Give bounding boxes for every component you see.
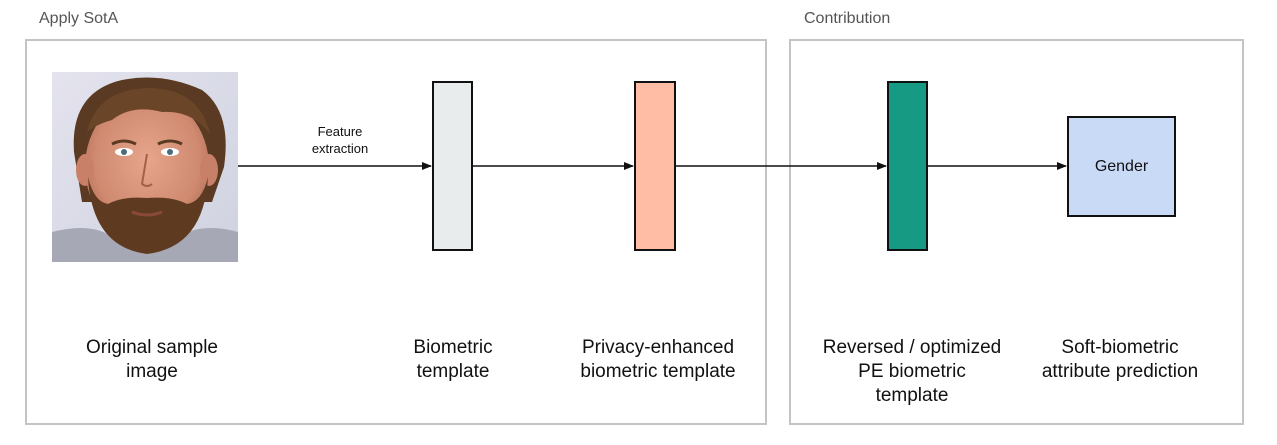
- gender-box: Gender: [1067, 116, 1176, 217]
- caption-original-sample-image: Original sample image: [86, 337, 218, 382]
- section-title-contribution: Contribution: [804, 10, 891, 27]
- feature-extraction-label: Feature extraction: [311, 124, 369, 156]
- reversed-template-bar: [887, 81, 928, 251]
- caption-soft-biometric-prediction: Soft-biometric attribute prediction: [1041, 337, 1199, 382]
- sample-face-image: [52, 72, 238, 262]
- panel-contribution: [789, 39, 1244, 425]
- pe-template-bar: [634, 81, 676, 251]
- caption-privacy-enhanced-template: Privacy-enhanced biometric template: [580, 337, 736, 382]
- biometric-template-bar: [432, 81, 473, 251]
- caption-biometric-template: Biometric template: [413, 337, 493, 382]
- caption-reversed-template: Reversed / optimized PE biometric templa…: [822, 337, 1002, 406]
- section-title-apply-sota: Apply SotA: [39, 10, 119, 27]
